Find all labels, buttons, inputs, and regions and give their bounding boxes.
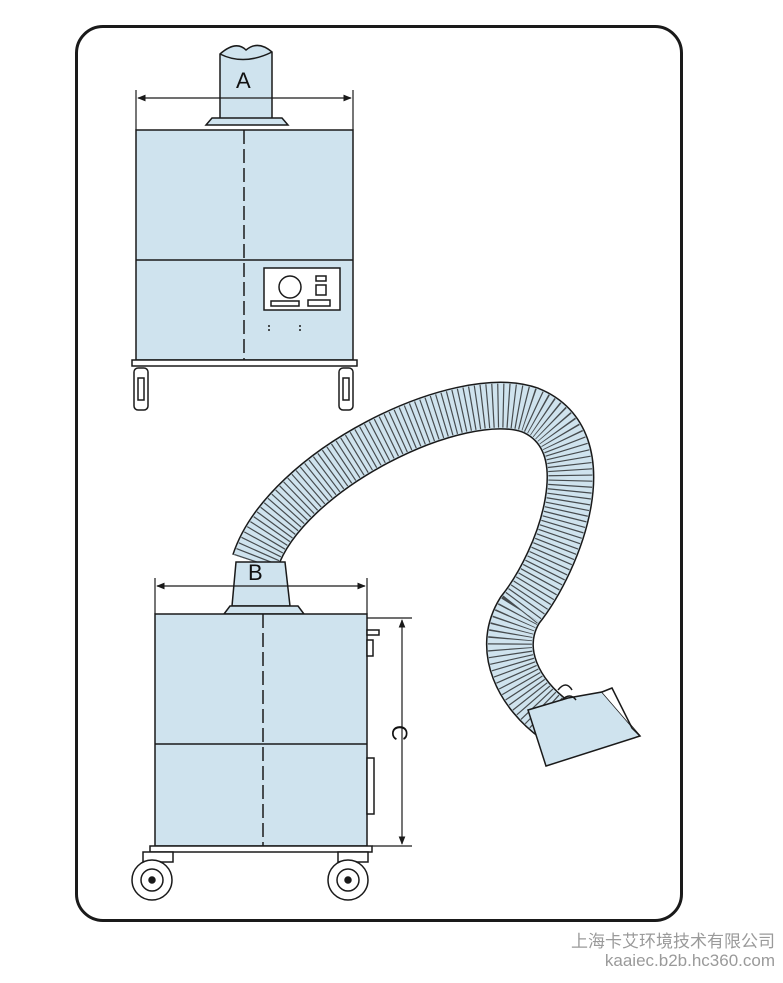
bottom-width-dimension xyxy=(154,578,368,614)
height-dimension xyxy=(367,617,412,847)
watermark-url: kaaiec.b2b.hc360.com xyxy=(604,951,775,970)
top-width-dimension xyxy=(135,90,354,130)
bottom-wheel-left xyxy=(131,851,174,901)
watermark: 上海卡艾环境技术有限公司 kaaiec.b2b.hc360.com xyxy=(571,932,775,970)
bottom-wheel-right xyxy=(327,851,369,901)
top-unit xyxy=(131,44,358,411)
control-knob xyxy=(278,275,302,299)
flexible-arm-hose xyxy=(232,381,595,740)
bottom-unit xyxy=(131,561,380,901)
watermark-company: 上海卡艾环境技术有限公司 xyxy=(571,932,775,951)
label-a: A xyxy=(236,68,251,93)
bottom-unit-body xyxy=(154,613,368,847)
label-b: B xyxy=(248,560,263,585)
label-c: C xyxy=(387,725,412,741)
suction-hood xyxy=(527,684,642,767)
